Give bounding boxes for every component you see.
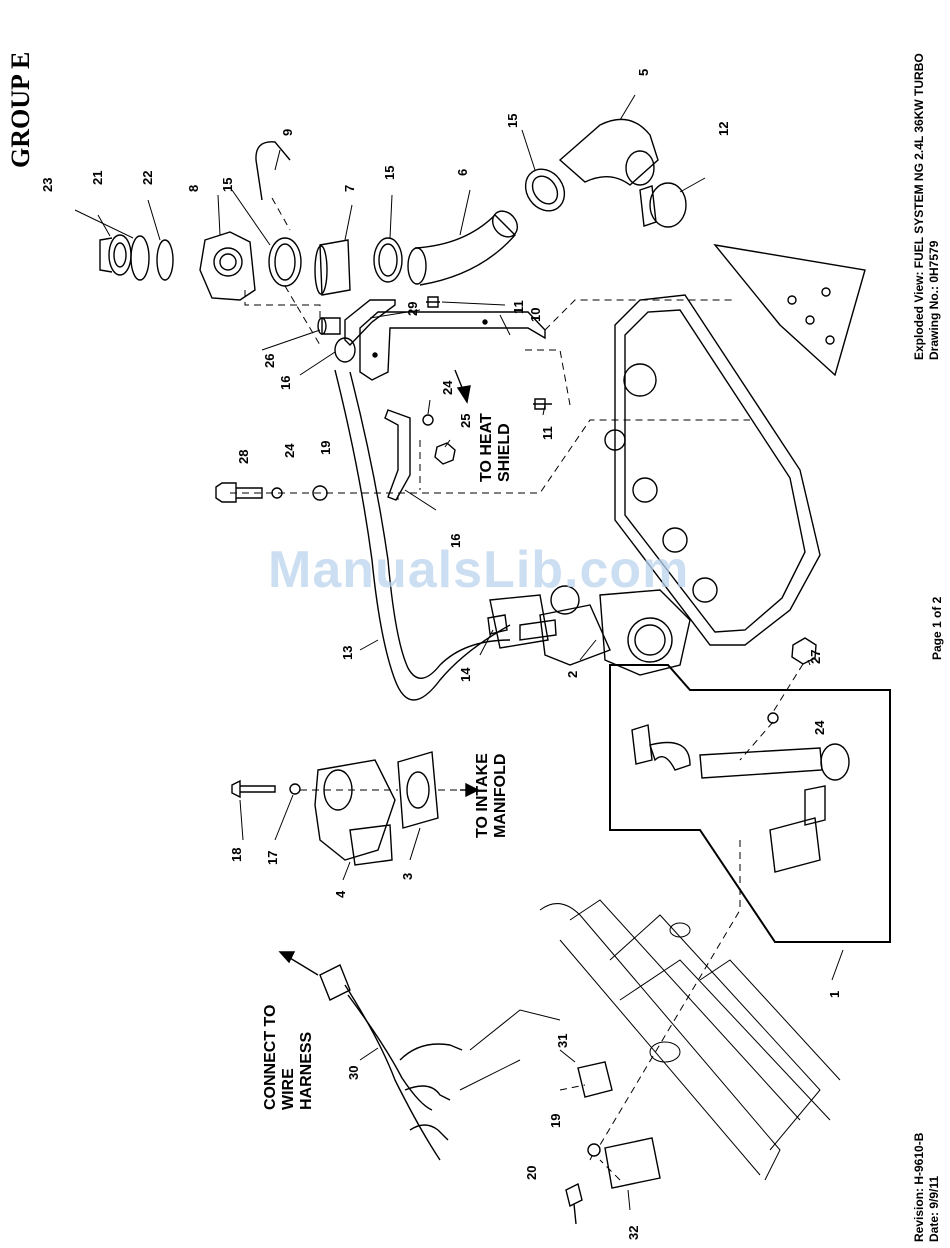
callout-intake-line-2: MANIFOLD xyxy=(492,753,510,838)
callout-intake-manifold: TO INTAKE MANIFOLD xyxy=(474,753,510,838)
part-number: 15 xyxy=(382,166,397,180)
inset-box-1 xyxy=(610,665,890,942)
part-number: 10 xyxy=(528,308,543,322)
label-32 xyxy=(605,1138,660,1188)
sleeve-7 xyxy=(315,240,350,295)
part-number: 11 xyxy=(511,300,526,314)
heat-shield-plate xyxy=(715,245,865,375)
callout-heat-shield-line-1: TO HEAT xyxy=(478,413,496,482)
fitting-21 xyxy=(100,235,131,275)
part-number: 11 xyxy=(540,426,555,440)
part-number: 1 xyxy=(827,991,842,998)
bracket-10 xyxy=(360,312,545,380)
part-number: 23 xyxy=(40,178,55,192)
part-number: 6 xyxy=(455,169,470,176)
washer-17 xyxy=(290,784,300,794)
part-number: 2 xyxy=(565,671,580,678)
clamp-15c xyxy=(518,162,573,219)
elbow-5 xyxy=(560,119,658,185)
part-number: 8 xyxy=(186,185,201,192)
drawing-title: Exploded View: FUEL SYSTEM NG 2.4L 36KW … xyxy=(912,53,942,360)
callout-heat-shield-line-2: SHIELD xyxy=(496,413,514,482)
part-number: 9 xyxy=(280,129,295,136)
clamp-15a xyxy=(269,238,301,286)
washer-19b xyxy=(588,1144,600,1156)
part-number: 13 xyxy=(340,646,355,660)
clamp-16a xyxy=(335,338,355,362)
adapter-12 xyxy=(640,183,686,227)
title-line-1: Exploded View: FUEL SYSTEM NG 2.4L 36KW … xyxy=(912,53,927,360)
bolt-11b xyxy=(533,399,552,409)
part-number: 20 xyxy=(524,1166,539,1180)
revision: Revision: H-9610-B xyxy=(912,1133,927,1242)
part-number: 3 xyxy=(400,873,415,880)
revision-block: Revision: H-9610-B Date: 9/9/11 xyxy=(912,1133,942,1242)
pipe-assembly-1 xyxy=(632,725,849,872)
part-number: 30 xyxy=(346,1066,361,1080)
part-number: 15 xyxy=(220,178,235,192)
part-number: 16 xyxy=(448,534,463,548)
part-number: 27 xyxy=(808,650,823,664)
part-number: 5 xyxy=(636,69,651,76)
part-number: 24 xyxy=(440,381,455,395)
part-number: 25 xyxy=(458,414,473,428)
o-ring-22 xyxy=(157,240,173,280)
fitting-26 xyxy=(318,318,340,334)
housing-8 xyxy=(200,232,255,300)
part-number: 12 xyxy=(716,122,731,136)
callout-heat-shield: TO HEAT SHIELD xyxy=(478,413,514,482)
fitting-14 xyxy=(488,615,507,634)
bolt-18 xyxy=(232,781,275,797)
callout-intake-line-1: TO INTAKE xyxy=(474,753,492,838)
callout-harness-line-3: HARNESS xyxy=(298,1005,316,1110)
part-number: 19 xyxy=(318,441,333,455)
watermark: ManualsLib.com xyxy=(268,540,689,600)
part-number: 18 xyxy=(229,848,244,862)
title-line-2: Drawing No.: 0H7579 xyxy=(927,53,942,360)
part-number: 16 xyxy=(278,376,293,390)
part-number: 31 xyxy=(555,1034,570,1048)
washer-24c xyxy=(768,713,778,723)
part-number: 4 xyxy=(333,891,348,898)
throttle-body-4 xyxy=(315,760,395,865)
arrow-to-harness xyxy=(280,952,294,962)
bracket-29 xyxy=(345,300,395,345)
part-number: 17 xyxy=(265,851,280,865)
clamp-15b xyxy=(374,238,402,282)
bracket-16b xyxy=(385,410,410,500)
part-number: 28 xyxy=(236,450,251,464)
wire-harness-30 xyxy=(320,965,462,1160)
date: Date: 9/9/11 xyxy=(927,1133,942,1242)
arrows xyxy=(280,370,478,975)
page-number: Page 1 of 2 xyxy=(930,597,945,660)
tube-9 xyxy=(256,142,290,200)
part-number: 19 xyxy=(548,1114,563,1128)
screw-20 xyxy=(566,1184,582,1224)
arrow-to-heat-shield xyxy=(458,386,470,402)
washer-24a xyxy=(423,415,433,425)
part-number: 15 xyxy=(505,114,520,128)
callout-wire-harness: CONNECT TO WIRE HARNESS xyxy=(262,1005,316,1110)
part-number: 7 xyxy=(342,185,357,192)
callout-harness-line-2: WIRE xyxy=(280,1005,298,1110)
callout-harness-line-1: CONNECT TO xyxy=(262,1005,280,1110)
part-leaders xyxy=(75,95,843,1210)
part-number: 21 xyxy=(90,171,105,185)
o-ring-23 xyxy=(131,236,149,280)
part-number: 14 xyxy=(458,668,473,682)
gasket-3 xyxy=(398,752,438,828)
part-number: 22 xyxy=(140,171,155,185)
group-title: GROUP E xyxy=(6,52,36,168)
part-number: 24 xyxy=(812,721,827,735)
hose-6 xyxy=(408,206,522,285)
part-number: 29 xyxy=(405,302,420,316)
part-number: 32 xyxy=(626,1226,641,1240)
part-number: 26 xyxy=(262,354,277,368)
label-31 xyxy=(578,1062,612,1097)
part-number: 24 xyxy=(282,444,297,458)
bolt-11a xyxy=(426,297,440,307)
